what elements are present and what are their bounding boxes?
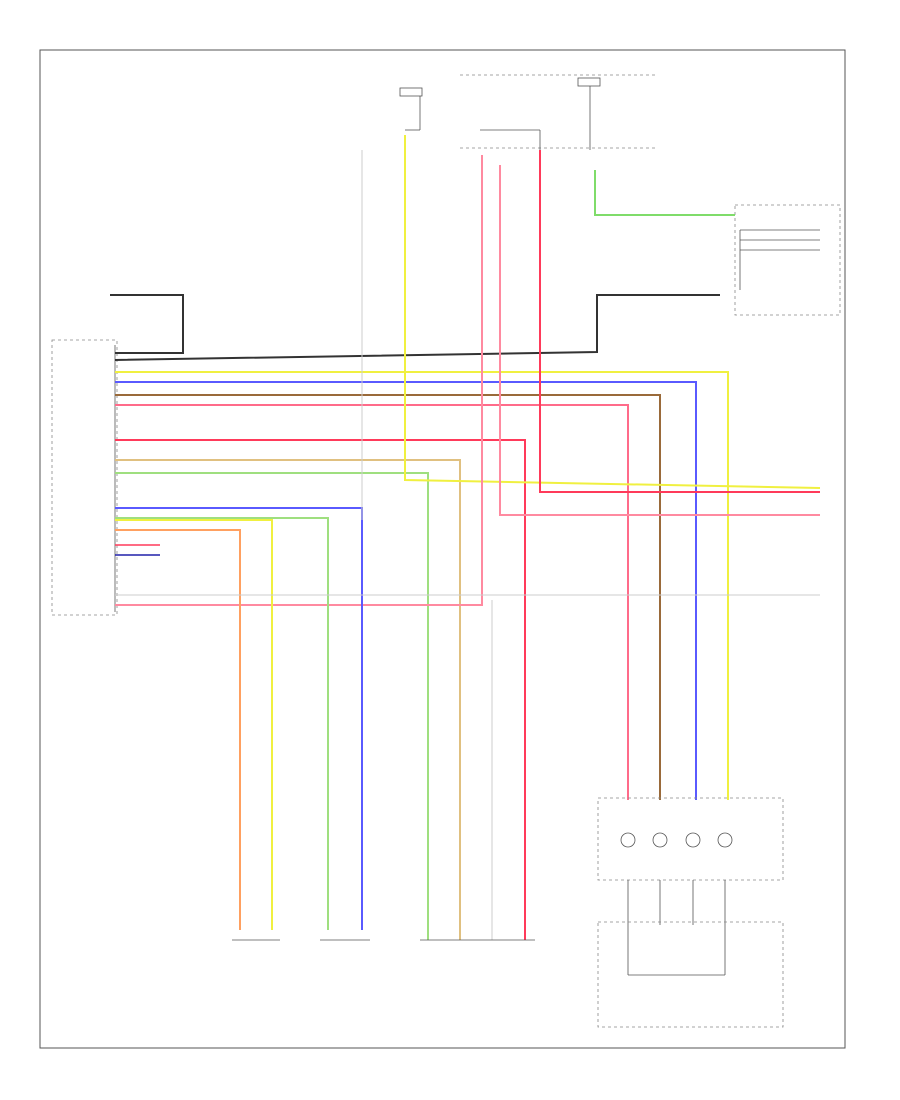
diagram-frame [39,49,846,1049]
airbag-control-unit [51,339,118,616]
wire-harness [110,135,821,940]
occupant-sensor [597,797,784,1028]
fuse-block [399,74,655,150]
instrument-cluster [734,204,841,316]
